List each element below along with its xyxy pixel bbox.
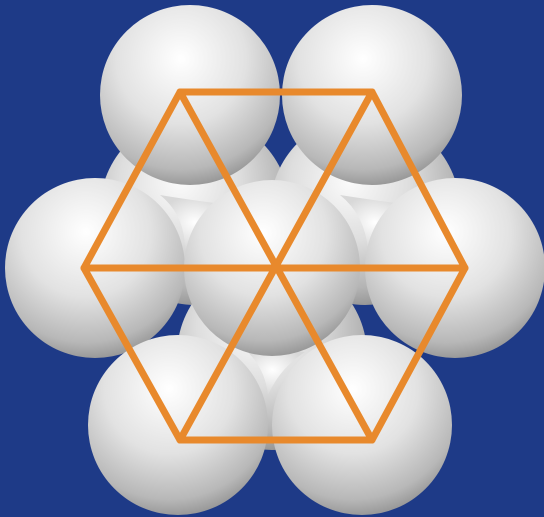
close-packed-sphere <box>88 335 268 515</box>
